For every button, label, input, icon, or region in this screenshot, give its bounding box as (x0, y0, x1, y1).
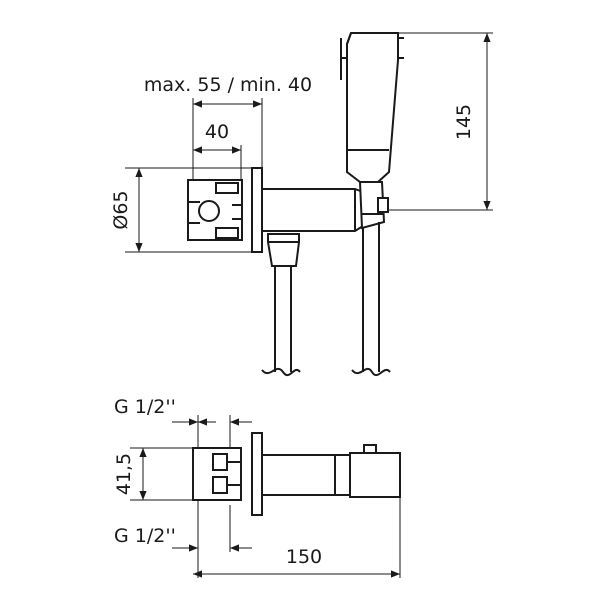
dim-spacing: 41,5 (113, 453, 135, 495)
plan-body (261, 454, 351, 496)
dim-height: 145 (453, 104, 475, 140)
plan-view: G 1/2'' 41,5 G 1/2'' 150 (113, 396, 401, 578)
side-view: max. 55 / min. 40 40 Ø65 145 (110, 32, 493, 377)
dim-thread-top: G 1/2'' (114, 396, 176, 418)
dim-length: 150 (286, 546, 322, 568)
plan-flange (251, 432, 263, 516)
dim-diameter: Ø65 (110, 190, 132, 229)
hand-shower (346, 32, 399, 183)
dim-thread-bottom: G 1/2'' (114, 525, 176, 547)
dim-depth: 40 (205, 121, 229, 143)
hose-connector (267, 233, 300, 267)
shower-holder (358, 181, 386, 230)
wall-flange (251, 167, 263, 253)
dim-max-min: max. 55 / min. 40 (144, 74, 312, 96)
